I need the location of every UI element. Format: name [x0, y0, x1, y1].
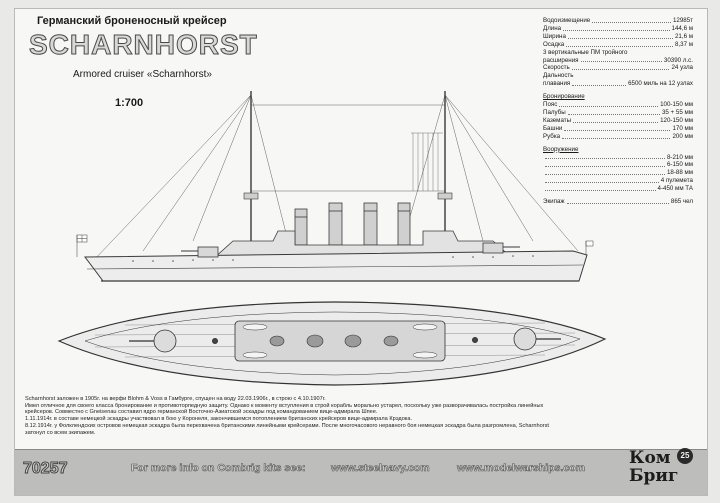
drawing-sheet: Германский броненосный крейсер SCHARNHOR…	[14, 8, 708, 496]
subtitle-english: Armored cruiser «Scharnhorst»	[73, 69, 212, 80]
ship-name-title: SCHARNHORST	[29, 29, 258, 61]
history-description: Scharnhorst заложен в 1905г. на верфи Bl…	[25, 396, 701, 436]
description-line: крейсеров. Совместно с Gneisenau состави…	[25, 409, 378, 416]
spec-row: 6-150 мм	[543, 161, 693, 169]
catalog-number: 70257	[23, 460, 68, 478]
footer-bar: 70257 For more info on Combrig kits see:…	[15, 448, 707, 495]
portholes	[132, 255, 534, 262]
scale-label: 1:700	[115, 97, 144, 109]
funnels	[294, 202, 411, 246]
website-link-modelwarships[interactable]: www.modelwarships.com	[457, 462, 586, 475]
brand-line-2: Бриг	[629, 466, 679, 486]
description-line: Scharnhorst заложен в 1905г. на верфи Bl…	[25, 396, 326, 402]
spec-row: Дальность	[543, 72, 574, 80]
combrig-logo: Ком Бриг 25	[627, 442, 701, 494]
hull	[84, 250, 588, 282]
anniversary-badge: 25	[677, 448, 693, 464]
funnels-plan	[269, 334, 399, 348]
brand-line-1: Ком	[629, 448, 671, 468]
aft-turret	[482, 242, 504, 254]
deck-plan-drawing	[57, 301, 607, 386]
foremast-plan	[212, 338, 218, 344]
spec-row: 8-210 мм	[543, 154, 693, 162]
mainmast-plan	[472, 337, 478, 343]
aft-turret-plan	[513, 327, 537, 351]
more-info-text: For more info on Combrig kits see:	[131, 462, 306, 475]
description-line: Имел отличное для своего класса брониров…	[25, 402, 544, 409]
spec-row: 18-88 мм	[543, 169, 693, 177]
armor-heading: Бронирование	[543, 93, 585, 101]
description-line: 1.11.1914г. в составе немецкой эскадры у…	[25, 416, 413, 423]
description-line: 8.12.1914г. у Фолклендских островов неме…	[25, 422, 549, 429]
boats-plan	[242, 323, 438, 359]
spec-row: 3 вертикальные ПМ тройного	[543, 48, 628, 56]
awning-hatching	[411, 132, 443, 191]
side-profile-drawing	[76, 91, 594, 282]
spec-armament-group: 8-210 мм 6-150 мм 18-88 мм 4 пулемета 4-…	[543, 154, 693, 194]
superstructure	[211, 230, 515, 260]
rigging-lines	[92, 94, 579, 262]
description-line: затонул со всем экипажем.	[25, 429, 96, 436]
spec-row: 4-450 мм ТА	[543, 185, 693, 193]
website-link-steelnavy[interactable]: www.steelnavy.com	[331, 462, 430, 475]
fore-turret	[197, 246, 219, 258]
superstructure-plan	[234, 320, 446, 362]
spec-row: 4 пулемета	[543, 177, 693, 185]
armament-heading: Вооружение	[543, 145, 579, 153]
fore-turret-plan	[153, 329, 177, 353]
title-russian: Германский броненосный крейсер	[37, 15, 227, 27]
